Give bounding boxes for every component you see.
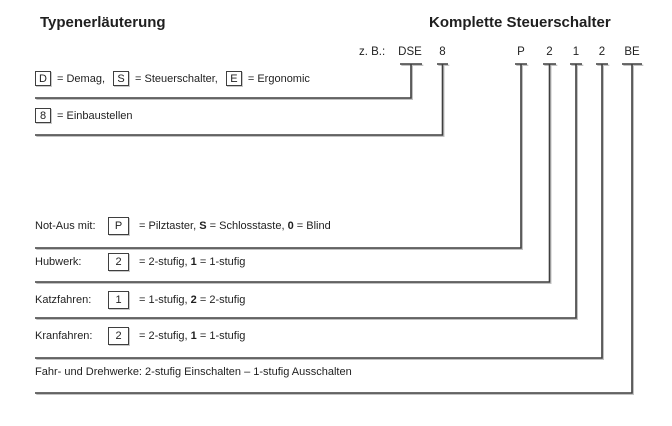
desc-katzfahren: = 1-stufig, 2 = 2-stufig <box>139 294 245 306</box>
desc-part: = 2-stufig, <box>139 256 191 268</box>
connector-kranfahren <box>35 63 610 360</box>
label-katzfahren: Katzfahren: <box>35 294 92 306</box>
section-title: Komplette Steuerschalter <box>429 14 611 31</box>
desc-part: = 2-stufig, <box>139 330 191 342</box>
desc-part: = Blind <box>293 220 331 232</box>
desc-part-bold: 0 <box>287 220 294 232</box>
row-hubwerk: Hubwerk: 2 = 2-stufig, 1 = 1-stufig <box>35 253 245 271</box>
desc-part: = 2-stufig <box>196 294 246 306</box>
connector-katzfahren <box>35 63 584 320</box>
code-box-katzfahren-1: 1 <box>108 291 129 309</box>
label-hubwerk: Hubwerk: <box>35 256 82 268</box>
connector-dse <box>35 63 424 100</box>
desc-part-bold: 2 <box>190 294 197 306</box>
desc-part-bold: S <box>199 220 207 232</box>
desc-part-bold: 1 <box>190 330 197 342</box>
code-box-hubwerk-2: 2 <box>108 253 129 271</box>
desc-part: = 1-stufig <box>196 256 246 268</box>
desc-einbaustellen: = Einbaustellen <box>57 109 133 122</box>
desc-part: = 1-stufig, <box>139 294 191 306</box>
desc-demag: = Demag, <box>57 72 105 85</box>
row-einbaustellen: 8 = Einbaustellen <box>35 108 141 123</box>
code-box-s: S <box>113 71 129 86</box>
desc-part: = 1-stufig <box>196 330 246 342</box>
code-box-d: D <box>35 71 51 86</box>
desc-ergonomic: = Ergonomic <box>247 72 310 85</box>
row-manufacturer-letters: D = Demag, S = Steuerschalter, E = Ergon… <box>35 71 318 86</box>
connector-einbaustellen <box>35 63 450 137</box>
desc-notaus: = Pilztaster, S = Schlosstaste, 0 = Blin… <box>139 220 331 232</box>
row-fahrwerke: Fahr- und Drehwerke: 2-stufig Einschalte… <box>35 366 352 378</box>
type-code-segment-dse: DSE <box>398 46 422 58</box>
type-code-segment-be: BE <box>624 46 640 58</box>
row-kranfahren: Kranfahren: 2 = 2-stufig, 1 = 1-stufig <box>35 327 245 345</box>
row-notaus: Not-Aus mit: P = Pilztaster, S = Schloss… <box>35 217 331 235</box>
code-box-p: P <box>108 217 129 235</box>
type-code-segment-2a: 2 <box>546 46 553 58</box>
code-box-kranfahren-2: 2 <box>108 327 129 345</box>
connector-be <box>35 63 644 395</box>
desc-part: = Pilztaster, <box>139 220 200 232</box>
connector-notaus <box>35 63 529 250</box>
type-code-segment-2b: 2 <box>598 46 606 58</box>
desc-part: = Schlosstaste, <box>206 220 288 232</box>
desc-hubwerk: = 2-stufig, 1 = 1-stufig <box>139 256 245 268</box>
type-code-prefix: z. B.: <box>359 46 386 58</box>
type-code-segment-1: 1 <box>572 46 580 58</box>
page-title: Typenerläuterung <box>40 14 166 31</box>
type-code-segment-p: P <box>517 46 525 58</box>
desc-part-bold: 1 <box>190 256 197 268</box>
row-katzfahren: Katzfahren: 1 = 1-stufig, 2 = 2-stufig <box>35 291 245 309</box>
code-box-8: 8 <box>35 108 51 123</box>
desc-steuerschalter: = Steuerschalter, <box>135 72 218 85</box>
type-code-segment-8: 8 <box>439 46 446 58</box>
connector-hubwerk <box>35 63 558 284</box>
code-box-e: E <box>225 71 242 86</box>
label-notaus: Not-Aus mit: <box>35 220 96 232</box>
label-kranfahren: Kranfahren: <box>35 330 93 342</box>
desc-kranfahren: = 2-stufig, 1 = 1-stufig <box>139 330 245 342</box>
